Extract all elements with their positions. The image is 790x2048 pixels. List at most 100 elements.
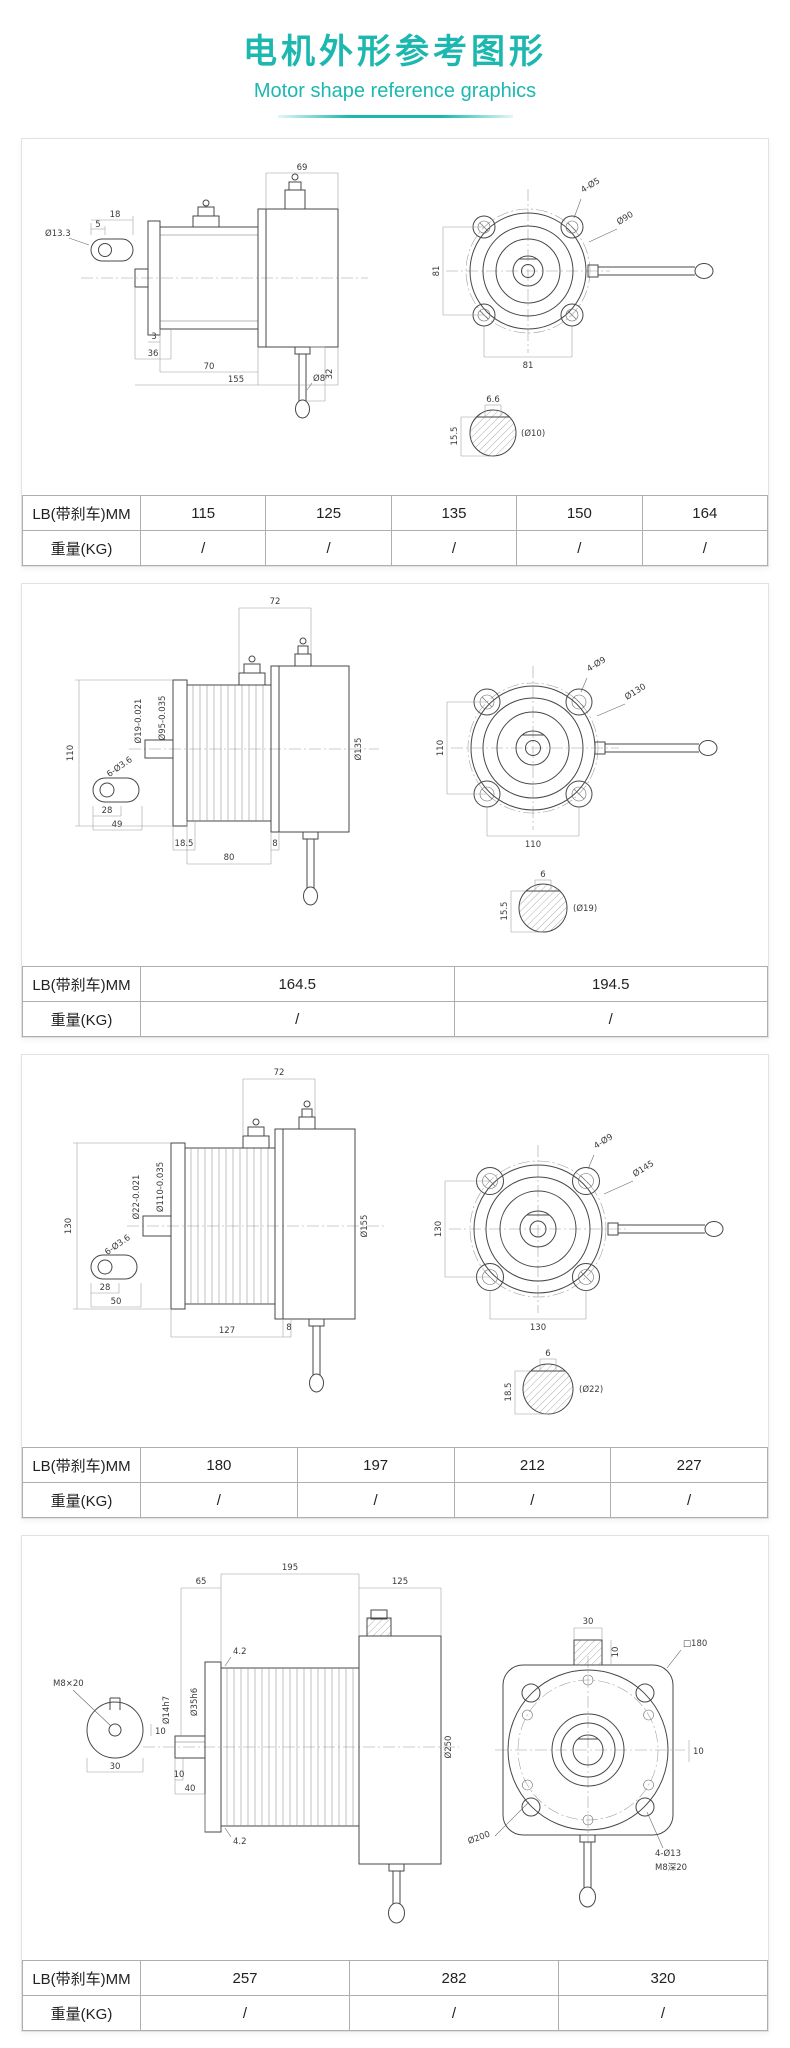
page-title: 电机外形参考图形 bbox=[243, 33, 547, 71]
dim-front-h: 110 bbox=[436, 740, 446, 756]
dim-front-h: 130 bbox=[434, 1221, 444, 1237]
lb-value: 135 bbox=[390, 495, 518, 531]
spec-table-2: LB(带刹车)MM 164.5 194.5 重量(KG) / / bbox=[22, 966, 768, 1037]
dim-shaft-ref: (Ø19) bbox=[573, 903, 597, 914]
weight-value: / bbox=[516, 530, 643, 566]
dim-body-h: 130 bbox=[64, 1218, 74, 1234]
dim-bolt-circle: Ø130 bbox=[623, 681, 648, 702]
lb-value: 150 bbox=[516, 495, 643, 531]
lb-value: 197 bbox=[296, 1447, 455, 1483]
dim-len127: 127 bbox=[219, 1326, 235, 1336]
lb-value: 180 bbox=[140, 1447, 298, 1483]
motor-drawing-3: 72 28 50 Ø110-0.035 Ø22-0.021 6-Ø3.6 130… bbox=[64, 1068, 724, 1415]
spec-table-1: LB(带刹车)MM 115 125 135 150 164 重量(KG) / /… bbox=[22, 495, 769, 566]
front-view: 130 130 4-Ø9 Ø145 bbox=[434, 1131, 724, 1333]
side-view: 72 28 50 Ø110-0.035 Ø22-0.021 6-Ø3.6 130… bbox=[64, 1068, 385, 1393]
dim-key-w: 6.6 bbox=[486, 395, 500, 405]
lb-value: 227 bbox=[610, 1447, 768, 1483]
dim-key-d: 15.5 bbox=[500, 902, 510, 921]
dim-spigot: Ø110-0.035 bbox=[155, 1162, 166, 1212]
dim-hub-t: 10 bbox=[155, 1727, 166, 1737]
dim-square: □180 bbox=[683, 1639, 707, 1649]
dim-front-h: 81 bbox=[432, 266, 442, 277]
row-label-weight: 重量(KG) bbox=[22, 1482, 141, 1518]
dim-len50: 50 bbox=[111, 1297, 122, 1307]
lb-value: 125 bbox=[265, 495, 392, 531]
dim-len40: 40 bbox=[185, 1784, 196, 1794]
dim-front-w: 81 bbox=[523, 361, 534, 371]
lb-value: 282 bbox=[349, 1960, 559, 1996]
front-view: 30 10 □180 Ø200 4-Ø13 M8深20 10 bbox=[466, 1617, 707, 1908]
dim-hub-w: 30 bbox=[110, 1762, 121, 1772]
dim-len28: 28 bbox=[102, 806, 113, 816]
motor-drawing-1: 5 18 Ø13.3 bbox=[45, 163, 714, 457]
dim-body-dia: Ø250 bbox=[443, 1736, 454, 1759]
front-view: 81 81 4-Ø5 Ø90 bbox=[432, 175, 714, 371]
dim-shaft-ref: (Ø10) bbox=[521, 428, 545, 439]
motor-panel-3: 72 28 50 Ø110-0.035 Ø22-0.021 6-Ø3.6 130… bbox=[21, 1054, 769, 1519]
dim-front-w: 110 bbox=[525, 840, 541, 850]
dim-key-w: 6 bbox=[545, 1349, 550, 1359]
dim-bolt-note: 4-Ø13 bbox=[655, 1848, 681, 1859]
dim-top72: 72 bbox=[274, 1068, 285, 1078]
weight-row: 重量(KG) / / / / / bbox=[22, 530, 769, 566]
lb-row: LB(带刹车)MM 180 197 212 227 bbox=[22, 1447, 768, 1483]
dim-len80: 80 bbox=[224, 853, 235, 863]
weight-value: / bbox=[453, 1001, 768, 1037]
row-label-lb: LB(带刹车)MM bbox=[22, 495, 141, 531]
dim-top65: 65 bbox=[196, 1577, 207, 1587]
dim-key-total: 18 bbox=[110, 210, 121, 220]
lb-value: 194.5 bbox=[453, 966, 768, 1002]
dim-len8: 8 bbox=[286, 1323, 291, 1333]
side-view: 72 28 49 Ø95-0.035 Ø19-0.021 6-Ø3.6 110 … bbox=[66, 597, 379, 906]
row-label-weight: 重量(KG) bbox=[22, 530, 141, 566]
shaft-section-detail: 6.6 15.5 (Ø10) bbox=[450, 395, 545, 457]
dim-gap: 3 bbox=[151, 332, 156, 342]
dim-shaft: Ø22-0.021 bbox=[131, 1175, 142, 1220]
motor-panel-2: 72 28 49 Ø95-0.035 Ø19-0.021 6-Ø3.6 110 … bbox=[21, 583, 769, 1038]
weight-value: / bbox=[390, 530, 518, 566]
motor-drawing-2: 72 28 49 Ø95-0.035 Ø19-0.021 6-Ø3.6 110 … bbox=[66, 597, 718, 933]
dim-conn-t: 10 bbox=[611, 1647, 621, 1658]
weight-value: / bbox=[140, 1001, 455, 1037]
dim-cable-len: 32 bbox=[325, 369, 335, 380]
dim-shaft-dia: Ø13.3 bbox=[45, 228, 71, 239]
row-label-lb: LB(带刹车)MM bbox=[22, 966, 141, 1002]
weight-row: 重量(KG) / / bbox=[22, 1001, 768, 1037]
dim-top195: 195 bbox=[282, 1563, 298, 1573]
dim-spigot: Ø95-0.035 bbox=[157, 696, 168, 741]
weight-value: / bbox=[140, 1995, 350, 2031]
dim-top72: 72 bbox=[270, 597, 281, 607]
weight-value: / bbox=[296, 1482, 455, 1518]
dim-len36: 36 bbox=[148, 349, 159, 359]
front-view: 110 110 4-Ø9 Ø130 bbox=[436, 654, 718, 850]
motor-drawing-4: M8×20 30 10 4.2 bbox=[53, 1563, 707, 1924]
dim-spigot-dia: Ø35h6 bbox=[189, 1688, 200, 1716]
lb-row: LB(带刹车)MM 257 282 320 bbox=[22, 1960, 768, 1996]
dim-key-d: 15.5 bbox=[450, 427, 460, 446]
dim-len8: 8 bbox=[272, 839, 277, 849]
weight-value: / bbox=[140, 1482, 298, 1518]
dim-len10: 10 bbox=[174, 1770, 185, 1780]
dim-key-len: 5 bbox=[95, 220, 100, 230]
lb-value: 115 bbox=[139, 495, 267, 531]
side-view: M8×20 30 10 4.2 bbox=[53, 1563, 459, 1924]
dim-shaft-ref: (Ø22) bbox=[579, 1384, 603, 1395]
drawing-area-3: 72 28 50 Ø110-0.035 Ø22-0.021 6-Ø3.6 130… bbox=[22, 1055, 768, 1447]
dim-holes: 6-Ø3.6 bbox=[103, 1232, 133, 1257]
drawing-area-4: M8×20 30 10 4.2 bbox=[22, 1536, 768, 1960]
dim-bolt-note: 4-Ø5 bbox=[579, 175, 602, 195]
dim-body-dia: Ø155 bbox=[359, 1215, 370, 1238]
dim-len49: 49 bbox=[112, 820, 123, 830]
dim-cable-dia: Ø8 bbox=[313, 373, 325, 384]
dim-len185: 18.5 bbox=[175, 839, 194, 849]
lb-value: 164 bbox=[641, 495, 769, 531]
weight-value: / bbox=[610, 1482, 768, 1518]
dim-shaft-dia: Ø14h7 bbox=[161, 1696, 172, 1724]
lb-value: 257 bbox=[140, 1960, 350, 1996]
dim-holes: 6-Ø3.6 bbox=[105, 754, 135, 779]
weight-row: 重量(KG) / / / / bbox=[22, 1482, 768, 1518]
dim-body-dia: Ø135 bbox=[353, 738, 364, 761]
dim-body-h: 110 bbox=[66, 745, 76, 761]
